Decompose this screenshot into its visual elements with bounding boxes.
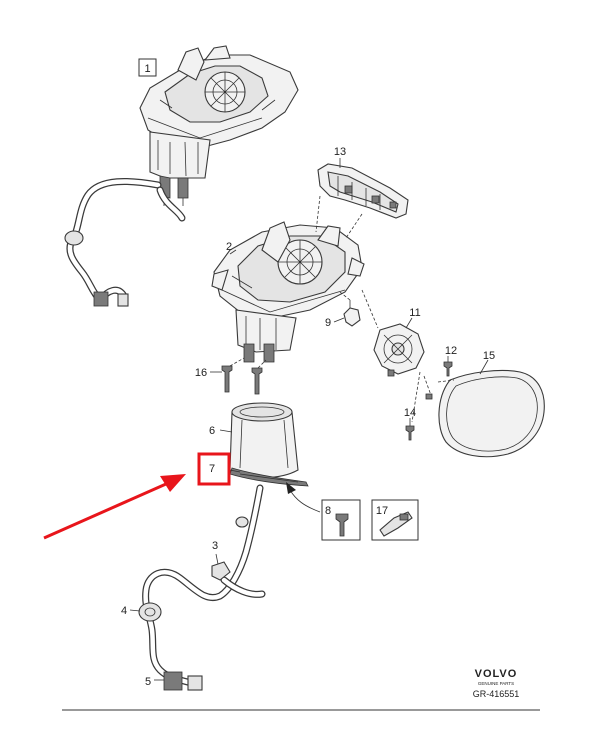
reference-number: GR-416551 [473,689,520,699]
part-13-bracket [317,163,409,219]
assembly-line-14 [411,371,433,423]
callout-9: 9 [325,317,331,329]
callout-7: 7 [209,463,215,475]
genuine-parts-tagline: GENUINE PARTS [478,681,514,686]
volvo-logo: VOLVO [475,668,518,680]
part-1-cable-harness [64,178,186,307]
leader-line-2 [229,249,237,255]
part-11-motor [373,323,425,377]
leader-line-6 [219,429,233,433]
callout-5: 5 [145,676,151,688]
callout-3: 3 [212,540,218,552]
leader-line-4 [129,609,141,612]
part-4-grommet [138,602,162,622]
part-6-cover [229,402,299,478]
assembly-line-15 [437,379,455,383]
part-17-box [371,499,419,541]
part-1-mirror-base-assembly [139,45,299,206]
leader-line-9 [333,317,345,323]
leader-line-15 [479,359,489,375]
assembly-arrow [289,489,321,513]
callout-4: 4 [121,605,127,617]
part-9-clip [343,300,361,327]
lower-cable-harness [142,484,266,688]
part-16-screws [221,365,263,395]
part-14-screw [405,425,415,441]
leader-line-7 [229,469,241,473]
callout-13: 13 [334,146,346,158]
callout-16: 16 [195,367,207,379]
assembly-arrow-head [286,482,296,494]
part-15-mirror-glass [438,369,545,458]
part-7-gasket [229,467,309,487]
leader-line-11 [405,317,413,329]
callout-2: 2 [226,241,232,253]
callout-1-box [138,58,157,77]
part-2-mirror-base [211,221,365,363]
callout-17: 17 [376,505,388,517]
assembly-line-13 [315,195,363,239]
part-5-connector [163,671,203,691]
part-12-screw [443,361,453,377]
highlight-arrow-line [43,482,167,540]
callout-6: 6 [209,425,215,437]
assembly-line-16 [229,357,267,369]
callout-8: 8 [325,505,331,517]
callout-11: 11 [409,307,420,319]
callout-1: 1 [144,63,150,75]
highlight-box-part-7 [197,452,231,486]
highlight-arrow-head [160,474,186,492]
callout-12: 12 [445,345,457,357]
assembly-line-9 [339,291,351,301]
callout-15: 15 [483,350,495,362]
part-8-box [321,499,361,541]
part-3-cable-clip [211,561,231,581]
callout-14: 14 [404,407,416,419]
assembly-line-11 [361,289,379,329]
leader-line-3 [215,553,219,565]
